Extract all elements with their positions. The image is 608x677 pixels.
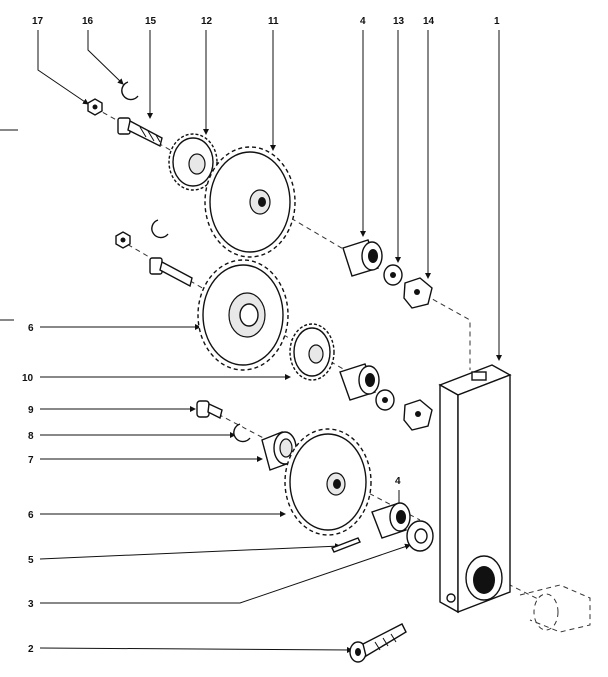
callout-2: 2 — [28, 644, 34, 655]
bushing-7 — [261, 431, 297, 471]
stud-middle — [149, 257, 193, 288]
screw-2 — [349, 623, 407, 663]
nut-middle — [115, 231, 131, 249]
callout-8: 8 — [28, 431, 34, 442]
clip-8 — [233, 423, 251, 443]
spacer-4-lower — [371, 502, 411, 539]
callout-11: 11 — [268, 16, 279, 27]
spacer-4-upper — [342, 239, 383, 277]
bolt-9 — [196, 400, 223, 420]
clip-middle — [151, 219, 169, 239]
clip-16 — [121, 81, 139, 101]
axis-top — [94, 107, 346, 251]
shaft-end — [519, 584, 591, 633]
bracket-1 — [438, 364, 512, 614]
spacer-middle — [339, 363, 380, 401]
gear-12 — [168, 133, 218, 191]
pin-5 — [331, 537, 361, 553]
gear-10 — [289, 323, 335, 381]
block-14 — [403, 277, 433, 309]
axis-frame-bore — [499, 579, 541, 601]
callout-14: 14 — [423, 16, 435, 27]
washer-middle — [375, 389, 395, 411]
leader-16 — [87, 30, 124, 85]
callout-6-lower: 6 — [28, 510, 34, 521]
washer-13 — [383, 264, 403, 286]
callout-1: 1 — [494, 16, 500, 27]
callout-9: 9 — [28, 405, 34, 416]
washer-3 — [406, 520, 434, 552]
gear-6-lower — [284, 428, 372, 536]
gear-11 — [204, 146, 296, 258]
leader-3 — [40, 543, 411, 604]
callout-16: 16 — [82, 16, 94, 27]
callout-12: 12 — [201, 16, 213, 27]
axis-top-to-frame — [424, 294, 471, 370]
leader-17 — [37, 30, 89, 105]
callout-15: 15 — [145, 16, 157, 27]
leader-2 — [39, 646, 353, 653]
callout-4-top: 4 — [360, 16, 366, 27]
callout-3: 3 — [28, 599, 34, 610]
block-middle — [403, 399, 433, 431]
callout-5: 5 — [28, 555, 34, 566]
leader-5 — [39, 543, 341, 560]
nut-17 — [87, 98, 103, 116]
stud-15 — [117, 117, 163, 148]
callout-4-lower: 4 — [395, 476, 401, 487]
callout-6-upper: 6 — [28, 323, 34, 334]
gear-6-upper — [197, 259, 289, 371]
callout-7: 7 — [28, 455, 34, 466]
callout-10: 10 — [22, 373, 34, 384]
callout-13: 13 — [393, 16, 405, 27]
callout-17: 17 — [32, 16, 44, 27]
